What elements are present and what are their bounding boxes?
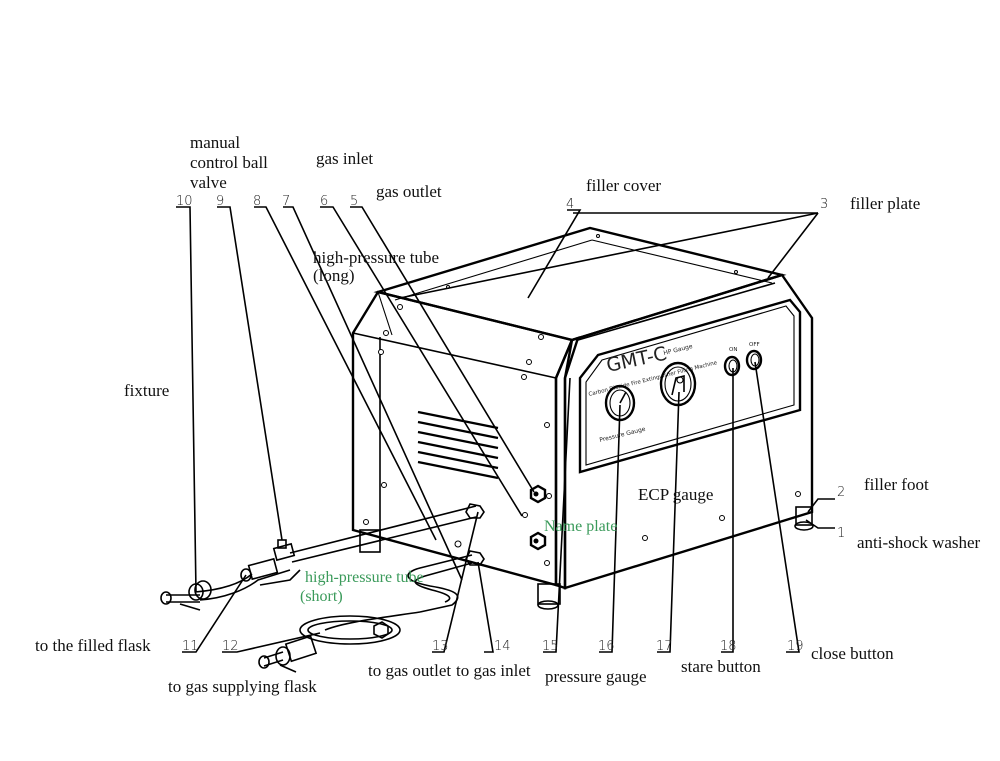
gas-inlet-fitting <box>529 531 547 551</box>
filler-cover <box>373 226 787 342</box>
label-filler-foot: filler foot <box>864 475 929 494</box>
text-labels: manual control ball valve gas inlet gas … <box>35 133 981 696</box>
fixture <box>160 569 301 611</box>
off-text: OFF <box>749 342 760 348</box>
high-pressure-tube-long <box>289 503 485 563</box>
hp-gauge-text: HP Gauge <box>663 343 694 357</box>
supply-connector <box>258 611 421 673</box>
callout-5: 5 <box>350 194 358 209</box>
close-button[interactable] <box>745 349 763 371</box>
callout-11: 11 <box>182 639 199 654</box>
label-to-filled-flask: to the filled flask <box>35 636 151 655</box>
machine-body <box>351 226 814 610</box>
manual-control-ball-valve <box>240 539 296 582</box>
louver-vents <box>417 410 499 480</box>
label-fixture: fixture <box>124 381 169 400</box>
label-to-gas-outlet: to gas outlet <box>368 661 451 680</box>
label-ecp-gauge: ECP gauge <box>638 485 713 504</box>
model-name: GMT-C <box>604 343 668 377</box>
callout-13: 13 <box>432 639 449 654</box>
callout-1: 1 <box>837 526 845 541</box>
callout-7: 7 <box>282 194 290 209</box>
callout-6: 6 <box>320 194 328 209</box>
callout-9: 9 <box>216 194 224 209</box>
label-hp-tube-short-1: high-pressure tube <box>305 569 424 586</box>
label-to-gas-supplying-flask: to gas supplying flask <box>168 677 317 696</box>
callout-18: 18 <box>720 639 737 654</box>
label-stare-button: stare button <box>681 657 761 676</box>
label-filler-cover: filler cover <box>586 176 661 195</box>
callout-14: 14 <box>494 639 511 654</box>
label-to-gas-inlet: to gas inlet <box>456 661 531 680</box>
callout-2: 2 <box>837 485 845 500</box>
callout-15: 15 <box>542 639 559 654</box>
label-hp-tube-long-1: high-pressure tube <box>313 248 439 267</box>
label-manual-valve-1: manual <box>190 133 240 152</box>
callout-19: 19 <box>787 639 804 654</box>
label-gas-inlet: gas inlet <box>316 149 373 168</box>
callout-12: 12 <box>222 639 239 654</box>
label-pressure-gauge: pressure gauge <box>545 667 647 686</box>
leader-lines <box>176 206 835 653</box>
label-hp-tube-short-2: (short) <box>300 588 343 605</box>
label-close-button: close button <box>811 644 894 663</box>
on-text: ON <box>729 347 737 353</box>
side-fittings <box>529 484 547 551</box>
label-filler-plate: filler plate <box>850 194 920 213</box>
label-name-plate: Name plate <box>544 518 617 535</box>
hoses <box>160 503 485 673</box>
filler-plate <box>563 273 814 590</box>
label-manual-valve-3: valve <box>190 173 227 192</box>
name-plate <box>578 298 802 474</box>
callout-8: 8 <box>253 194 261 209</box>
anti-shock-washer <box>794 521 814 531</box>
callout-10: 10 <box>176 194 193 209</box>
start-button[interactable] <box>723 355 741 377</box>
label-hp-tube-long-2: (long) <box>313 266 355 285</box>
label-gas-outlet: gas outlet <box>376 182 442 201</box>
callout-numbers: 10 9 8 7 6 5 4 3 2 1 11 12 13 14 15 16 1… <box>176 194 845 654</box>
callout-16: 16 <box>598 639 615 654</box>
label-manual-valve-2: control ball <box>190 153 268 172</box>
screws <box>363 234 801 566</box>
gas-outlet-fitting <box>529 484 547 504</box>
pressure-gauge-text: Pressure Gauge <box>599 426 647 444</box>
callout-17: 17 <box>656 639 673 654</box>
callout-3: 3 <box>820 197 828 212</box>
callout-4: 4 <box>566 197 574 212</box>
label-anti-shock-washer: anti-shock washer <box>857 533 981 552</box>
